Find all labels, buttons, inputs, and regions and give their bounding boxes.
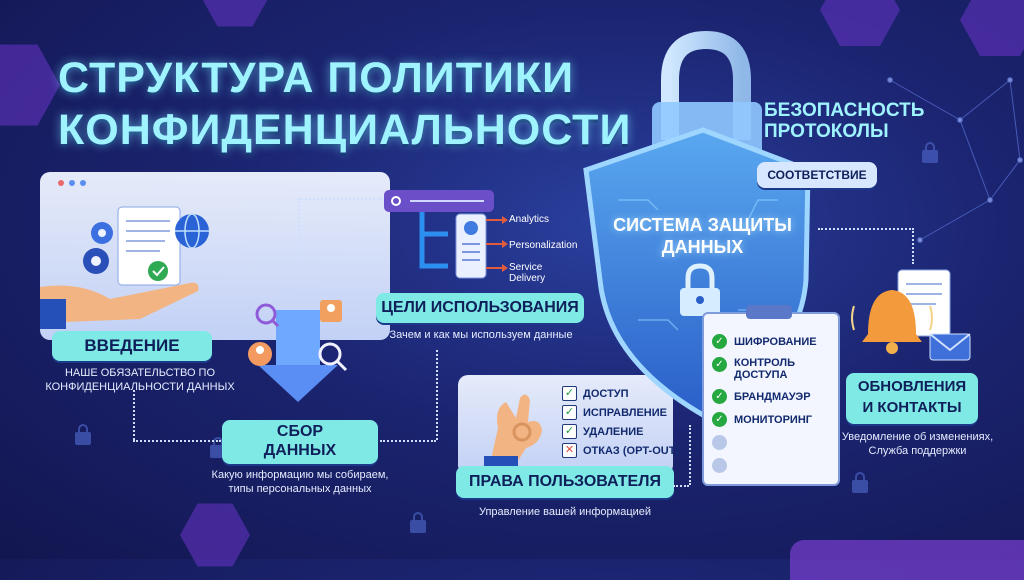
clipboard-item: ✓ МОНИТОРИНГ [712,412,817,427]
flow-analytics: Analytics [509,214,550,225]
connector-line [298,198,382,200]
clipboard-item-empty [712,435,817,450]
shield-title-line-2: ДАННЫХ [661,237,744,257]
collection-desc-line-1: Какую информацию мы собираем, [211,469,389,481]
empty-circle-icon [712,435,727,450]
rights-item: ✓ ИСПРАВЛЕНИЕ [562,403,679,422]
rights-item-label: ОТКАЗ (OPT-OUT) [583,444,680,457]
rights-description: Управление вашей информацией [478,506,652,518]
usage-flow-illustration [384,190,508,279]
clipboard-item-line-2: ДОСТУПА [734,369,788,381]
rights-item-label: УДАЛЕНИЕ [583,425,644,438]
clipboard-item: ✓ ШИФРОВАНИЕ [712,334,817,349]
connector-line [689,425,691,485]
rights-item-label: ДОСТУП [583,387,629,400]
check-icon: ✓ [712,357,727,372]
window-dots [58,180,86,186]
decor-corner [790,540,1024,580]
connector-line [298,198,300,270]
check-icon: ✓ [712,412,727,427]
collection-desc-line-2: типы персональных данных [228,483,372,495]
rights-item: ✓ УДАЛЕНИЕ [562,422,679,441]
security-protocols-label: БЕЗОПАСНОСТЬ ПРОТОКОЛЫ [764,100,924,142]
connector-line [133,390,135,440]
clipboard-item-label: БРАНДМАУЭР [734,390,811,403]
rights-item: ✓ ДОСТУП [562,384,679,403]
decor-hexagon [820,0,900,46]
intro-description: НАШЕ ОБЯЗАТЕЛЬСТВО ПО КОНФИДЕНЦИАЛЬНОСТИ… [40,366,240,394]
compliance-label: СООТВЕТСТВИЕ [757,162,877,188]
intro-desc-line-2: КОНФИДЕНЦИАЛЬНОСТИ ДАННЫХ [45,381,235,393]
connector-line [436,350,438,440]
lock-icon [410,512,426,533]
lock-icon [75,424,91,445]
check-icon: ✓ [562,405,577,420]
decor-hexagon [180,503,250,567]
clipboard-item-label: МОНИТОРИНГ [734,413,812,426]
empty-circle-icon [712,458,727,473]
collection-label-line-2: ДАННЫХ [263,442,337,459]
rights-item-label: ИСПРАВЛЕНИЕ [583,406,667,419]
usage-description: Зачем и как мы используем данные [389,329,573,341]
rights-label: ПРАВА ПОЛЬЗОВАТЕЛЯ [456,466,674,498]
connector-line [673,485,689,487]
clipboard-clip [746,305,792,319]
decor-hexagon [0,44,60,126]
connector-line [912,228,914,264]
updates-label-line-2: И КОНТАКТЫ [862,399,962,416]
intro-label: ВВЕДЕНИЕ [52,331,212,361]
connector-line [133,440,221,442]
title-line-2: КОНФИДЕНЦИАЛЬНОСТИ [58,106,632,154]
clipboard-item-empty [712,458,817,473]
check-icon: ✓ [562,386,577,401]
check-icon: ✓ [712,389,727,404]
title-line-1: СТРУКТУРА ПОЛИТИКИ [58,54,575,102]
shield-title-line-1: СИСТЕМА ЗАЩИТЫ [613,215,792,235]
intro-desc-line-1: НАШЕ ОБЯЗАТЕЛЬСТВО ПО [64,367,216,379]
rights-item: ✕ ОТКАЗ (OPT-OUT) [562,441,679,460]
lock-icon [852,472,868,493]
shield-title: СИСТЕМА ЗАЩИТЫ ДАННЫХ [600,214,805,258]
updates-description: Уведомление об изменениях, Служба поддер… [830,430,1005,458]
flow-delivery: Delivery [509,273,546,284]
connector-line [818,228,914,230]
collection-label-line-1: СБОР [276,423,324,440]
updates-desc-line-1: Уведомление об изменениях, [841,431,994,443]
decor-hexagon [960,0,1024,56]
data-collection-funnel-illustration [248,300,348,402]
network-decoration [887,77,1023,243]
rights-checklist: ✓ ДОСТУП ✓ ИСПРАВЛЕНИЕ ✓ УДАЛЕНИЕ ✕ ОТКАЗ (O… [562,384,679,460]
collection-label: СБОР ДАННЫХ [222,420,378,464]
clipboard-item-label: ШИФРОВАНИЕ [734,335,817,348]
security-line-1: БЕЗОПАСНОСТЬ [764,100,925,121]
cross-icon: ✕ [562,443,577,458]
collection-description: Какую информацию мы собираем, типы персо… [195,468,405,496]
check-icon: ✓ [712,334,727,349]
bell-document-illustration [851,269,971,361]
document-hand-illustration [40,206,209,329]
updates-label: ОБНОВЛЕНИЯ И КОНТАКТЫ [846,373,978,424]
connector-line [380,440,436,442]
security-line-2: ПРОТОКОЛЫ [764,121,889,142]
page-title: СТРУКТУРА ПОЛИТИКИ КОНФИДЕНЦИАЛЬНОСТИ [58,52,631,156]
decor-hexagon [200,0,270,27]
flow-personalization: Personalization [509,240,578,251]
updates-desc-line-2: Служба поддержки [868,445,967,457]
ok-hand-illustration [484,394,542,468]
clipboard-item: ✓ БРАНДМАУЭР [712,389,817,404]
flow-service: Service [509,262,543,273]
check-icon: ✓ [562,424,577,439]
clipboard-item-line-1: КОНТРОЛЬ [734,357,796,369]
updates-label-line-1: ОБНОВЛЕНИЯ [857,378,967,395]
lock-icon [922,142,938,163]
usage-label: ЦЕЛИ ИСПОЛЬЗОВАНИЯ [376,293,584,323]
